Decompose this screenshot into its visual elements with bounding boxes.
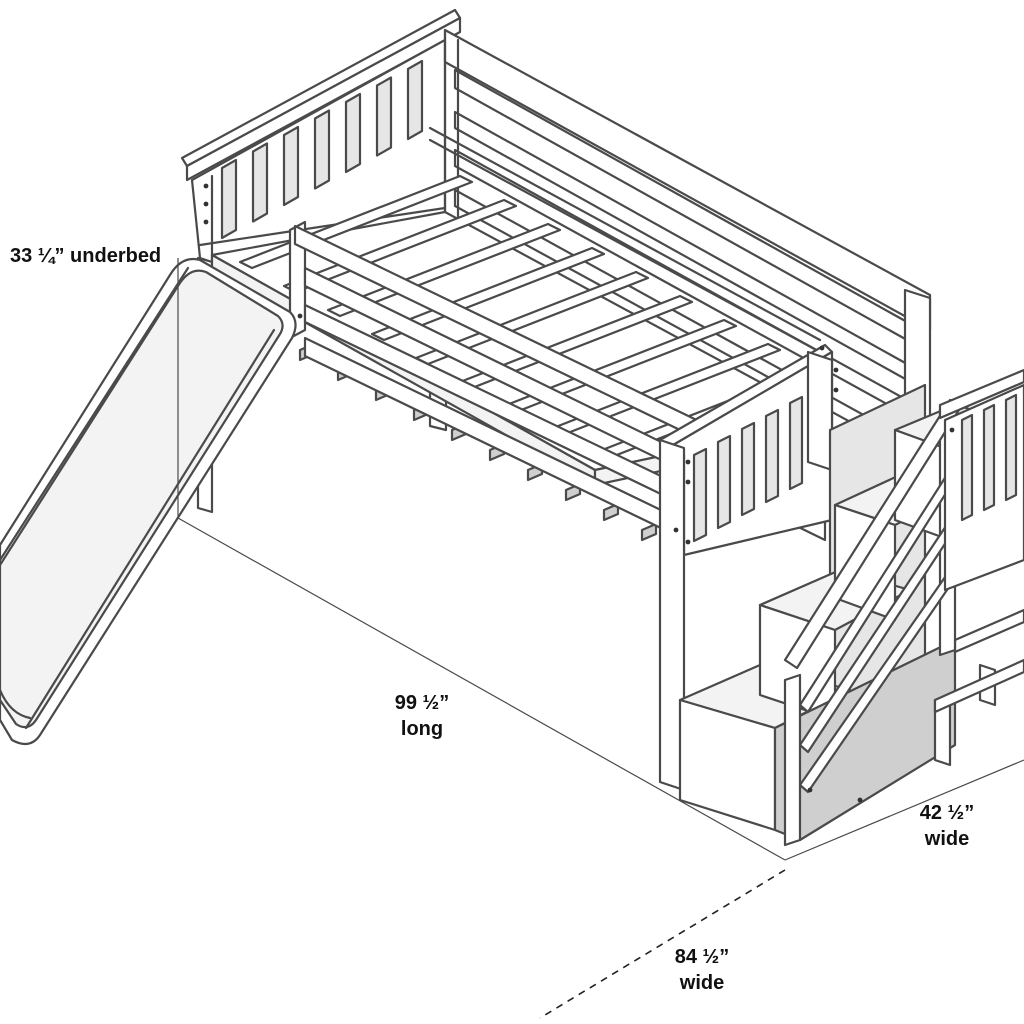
headboard-slot	[406, 59, 424, 141]
bed-width-label: wide	[924, 828, 970, 850]
headboard-slot	[220, 158, 238, 240]
footboard-slot	[764, 408, 780, 504]
headboard-slot	[313, 109, 331, 190]
bolt-hole	[203, 201, 209, 207]
length-dimension: 99 ½” long	[380, 690, 464, 742]
bolt-hole	[203, 183, 209, 189]
rail-slot	[640, 522, 658, 542]
footboard-panel	[658, 343, 834, 792]
underbed-height-label: 33 ¼” underbed	[10, 245, 162, 267]
overall-width-dimension: 84 ½” wide	[660, 944, 744, 996]
bolt-hole	[685, 539, 691, 545]
bolt-hole	[807, 787, 813, 793]
deck-slat	[326, 222, 562, 318]
bolt-hole	[819, 345, 825, 351]
bolt-hole	[949, 427, 955, 433]
bolt-hole	[685, 459, 691, 465]
footboard-slot	[716, 434, 732, 530]
dimension-lines	[177, 258, 1024, 1019]
headboard-slot	[375, 76, 393, 157]
length-value: 99 ½”	[394, 692, 450, 714]
bolt-hole	[685, 479, 691, 485]
headboard-slot	[344, 92, 362, 174]
bed-width-value: 42 ½”	[919, 802, 975, 824]
headboard-slot	[251, 142, 269, 223]
headboard-slot	[282, 125, 300, 207]
stair-guard-slot	[1004, 393, 1018, 502]
stair-guard-slot	[982, 403, 996, 512]
deck-slat	[370, 246, 606, 342]
overall-width-label: wide	[679, 972, 725, 994]
bolt-hole	[203, 219, 209, 225]
bolt-hole	[297, 313, 303, 319]
bolt-hole	[833, 387, 839, 393]
slide	[0, 257, 297, 746]
bolt-holes	[203, 183, 955, 803]
length-label: long	[400, 718, 444, 740]
footboard-slot	[740, 421, 756, 517]
bolt-hole	[833, 367, 839, 373]
footboard-slot	[788, 395, 804, 491]
footboard-slot	[692, 447, 708, 543]
bolt-hole	[673, 527, 679, 533]
bolt-hole	[857, 797, 863, 803]
staircase	[678, 368, 1024, 847]
overall-width-value: 84 ½”	[674, 946, 730, 968]
stair-guard-slot	[960, 413, 974, 522]
bed-width-dimension: 42 ½” wide	[905, 800, 989, 852]
